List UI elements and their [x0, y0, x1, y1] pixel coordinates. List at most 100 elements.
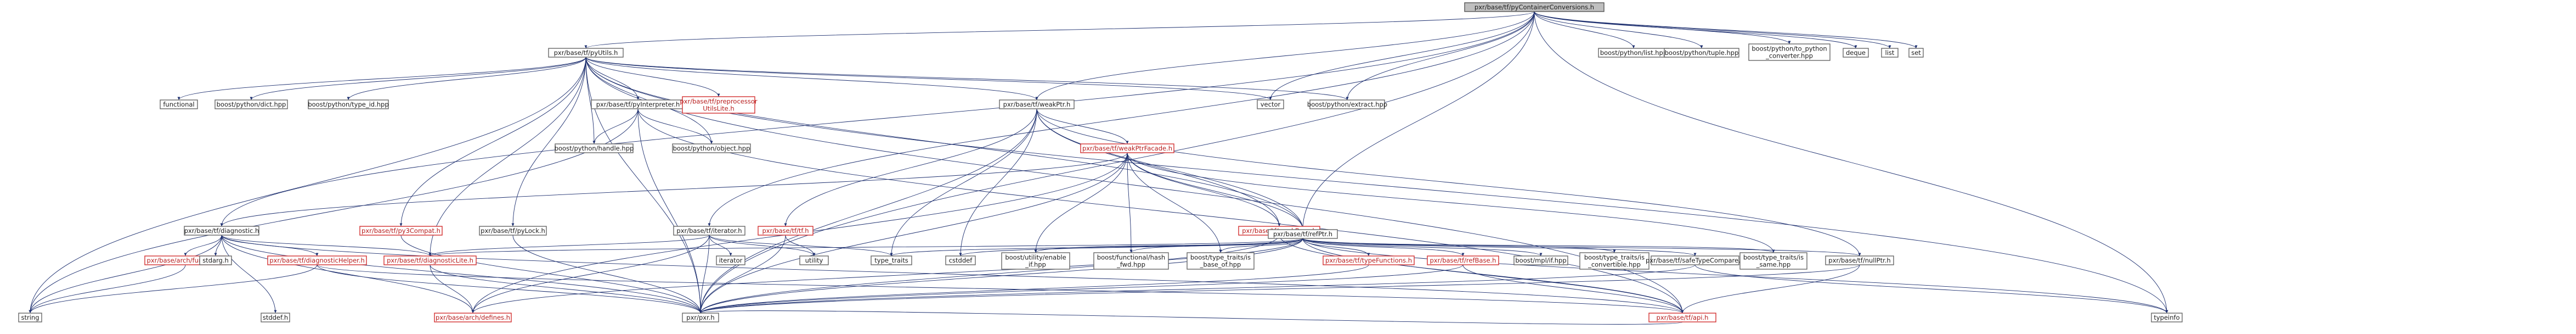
edge-weakPtrFacade-to-pxr_h — [699, 152, 1128, 314]
node-refbase[interactable]: pxr/base/tf/refBase.h — [1427, 255, 1499, 265]
node-box-string — [18, 313, 42, 322]
node-box-archdefines — [434, 313, 512, 322]
node-pylock[interactable]: pxr/base/tf/pyLock.h — [479, 226, 547, 236]
node-functional[interactable]: functional — [160, 99, 198, 109]
node-box-is-convertible — [1579, 252, 1649, 270]
node-extract-hpp[interactable]: boost/python/extract.hpp — [1307, 99, 1387, 109]
node-label-api-h: pxr/base/tf/api.h — [1657, 314, 1709, 321]
node-box-tuple-hpp — [1664, 48, 1739, 58]
edge-diagnostic-to-string — [29, 235, 222, 314]
node-is-same[interactable]: boost/type_traits/is_same.hpp — [1739, 252, 1807, 270]
node-box-enable-if — [1001, 252, 1070, 270]
node-box-is-same — [1739, 252, 1807, 270]
node-pxr-h[interactable]: pxr/pxr.h — [682, 313, 719, 322]
node-tuple-hpp[interactable]: boost/python/tuple.hpp — [1664, 48, 1739, 58]
node-label-deque: deque — [1846, 49, 1866, 57]
edge-diagnosticHelper-to-pxr_h — [317, 264, 702, 314]
node-weakptr[interactable]: pxr/base/tf/weakPtr.h — [999, 99, 1075, 109]
node-box-diagnosticlite — [383, 255, 477, 265]
node-utility[interactable]: utility — [799, 255, 829, 265]
node-label-stddef: stddef.h — [263, 314, 288, 321]
node-label-pyutils: pxr/base/tf/pyUtils.h — [554, 49, 618, 57]
edge-weakPtr-to-refPtr — [1036, 108, 1304, 230]
node-label-diagnosticlite: pxr/base/tf/diagnosticLite.h — [387, 257, 473, 264]
node-label-py3compat: pxr/base/tf/py3Compat.h — [361, 227, 440, 235]
edge-root-to-list_hpp — [1534, 11, 1635, 49]
node-type-id-hpp[interactable]: boost/python/type_id.hpp — [308, 99, 389, 109]
node-handle-hpp[interactable]: boost/python/handle.hpp — [555, 143, 634, 153]
edge-refBase-to-pxr_h — [699, 264, 1464, 314]
node-label-object-hpp: boost/python/object.hpp — [673, 144, 750, 152]
node-api-h[interactable]: pxr/base/tf/api.h — [1648, 313, 1716, 322]
edge-root-to-vector — [1269, 11, 1535, 101]
node-mpl-if[interactable]: boost/mpl/if.hpp — [1513, 255, 1568, 265]
node-pyinterpreter[interactable]: pxr/base/tf/pyInterpreter.h — [591, 99, 685, 109]
node-safetypecompare[interactable]: pxr/base/tf/safeTypeCompare.h — [1646, 255, 1744, 265]
edge-refPtr-to-is_base_of — [1219, 238, 1303, 253]
node-iterator-h[interactable]: pxr/base/tf/iterator.h — [673, 226, 745, 236]
node-typeinfo[interactable]: typeinfo — [2151, 313, 2183, 322]
node-tf-h[interactable]: pxr/base/tf/tf.h — [758, 226, 814, 236]
node-label-pylock: pxr/base/tf/pyLock.h — [481, 227, 545, 235]
node-is-base-of[interactable]: boost/type_traits/is_base_of.hpp — [1187, 252, 1255, 270]
node-box-refbase — [1427, 255, 1499, 265]
node-to-python[interactable]: boost/python/to_python_converter.hpp — [1748, 43, 1831, 61]
node-box-stddef — [261, 313, 290, 322]
node-nullptr[interactable]: pxr/base/tf/nullPtr.h — [1825, 255, 1894, 265]
edge-refPtr-to-archDefines — [471, 238, 1303, 314]
node-set[interactable]: set — [1908, 48, 1924, 58]
edge-weakPtr-to-tf_h — [784, 108, 1037, 227]
edge-diagnosticHelper-to-string — [29, 264, 318, 314]
node-box-set — [1908, 48, 1924, 58]
node-label-refptr: pxr/base/tf/refPtr.h — [1273, 230, 1332, 238]
node-label-typeinfo: typeinfo — [2154, 314, 2179, 321]
node-box-extract-hpp — [1309, 99, 1385, 109]
node-string[interactable]: string — [18, 313, 42, 322]
node-diagnosticlite[interactable]: pxr/base/tf/diagnosticLite.h — [383, 255, 477, 265]
node-label-iterator-h: pxr/base/tf/iterator.h — [676, 227, 742, 235]
node-iterator[interactable]: iterator — [716, 255, 745, 265]
node-archdefines[interactable]: pxr/base/arch/defines.h — [434, 313, 512, 322]
edge-archFunction-to-string — [29, 264, 186, 314]
node-label-dict-hpp: boost/python/dict.hpp — [217, 101, 286, 108]
edge-weakPtr-to-cstddef — [959, 108, 1037, 257]
node-label-list-hpp: boost/python/list.hpp — [1600, 49, 1667, 57]
edge-diagnosticLite-to-archDefines — [430, 264, 474, 314]
node-vector[interactable]: vector — [1257, 99, 1284, 109]
node-is-convertible[interactable]: boost/type_traits/is_convertible.hpp — [1579, 252, 1649, 270]
node-diagnostic[interactable]: pxr/base/tf/diagnostic.h — [184, 226, 259, 236]
edge-weakPtrFacade-to-is_same — [1127, 152, 1775, 253]
node-object-hpp[interactable]: boost/python/object.hpp — [672, 143, 751, 153]
node-pyutils[interactable]: pxr/base/tf/pyUtils.h — [548, 48, 624, 58]
node-root: pxr/base/tf/pyContainerConversions.h — [1464, 2, 1605, 12]
node-box-typefunctions — [1323, 255, 1415, 265]
edge-pyUtils-to-functional — [177, 57, 586, 101]
node-cstddef[interactable]: cstddef — [945, 255, 976, 265]
node-box-weakptrfacade — [1080, 143, 1174, 153]
node-weakptrfacade[interactable]: pxr/base/tf/weakPtrFacade.h — [1080, 143, 1174, 153]
node-dict-hpp[interactable]: boost/python/dict.hpp — [214, 99, 288, 109]
node-enable-if[interactable]: boost/utility/enable_if.hpp — [1001, 252, 1070, 270]
node-box-pylock — [479, 226, 547, 236]
node-box-dict-hpp — [214, 99, 288, 109]
node-hash-fwd[interactable]: boost/functional/hash_fwd.hpp — [1093, 252, 1169, 270]
node-type-traits[interactable]: type_traits — [871, 255, 912, 265]
edge-nullPtr-to-pxr_h — [699, 264, 1860, 314]
edge-pyUtils-to-pyLock — [511, 57, 586, 227]
node-deque[interactable]: deque — [1843, 48, 1869, 58]
node-refptr[interactable]: pxr/base/tf/refPtr.h — [1268, 229, 1338, 239]
edge-diagnostic-to-stddef — [221, 235, 277, 314]
node-list[interactable]: list — [1881, 48, 1899, 58]
edge-weakPtrFacade-to-refPtr — [1127, 152, 1304, 230]
node-stddef[interactable]: stddef.h — [261, 313, 290, 322]
node-label-archdefines: pxr/base/arch/defines.h — [436, 314, 510, 321]
node-label-typefunctions: pxr/base/tf/typeFunctions.h — [1325, 257, 1412, 264]
node-list-hpp[interactable]: boost/python/list.hpp — [1598, 48, 1669, 58]
node-py3compat[interactable]: pxr/base/tf/py3Compat.h — [359, 226, 443, 236]
node-diagnostichelper[interactable]: pxr/base/tf/diagnosticHelper.h — [267, 255, 367, 265]
node-stdarg[interactable]: stdarg.h — [199, 255, 232, 265]
edge-iterator_h-to-type_traits — [709, 235, 893, 257]
node-typefunctions[interactable]: pxr/base/tf/typeFunctions.h — [1323, 255, 1415, 265]
